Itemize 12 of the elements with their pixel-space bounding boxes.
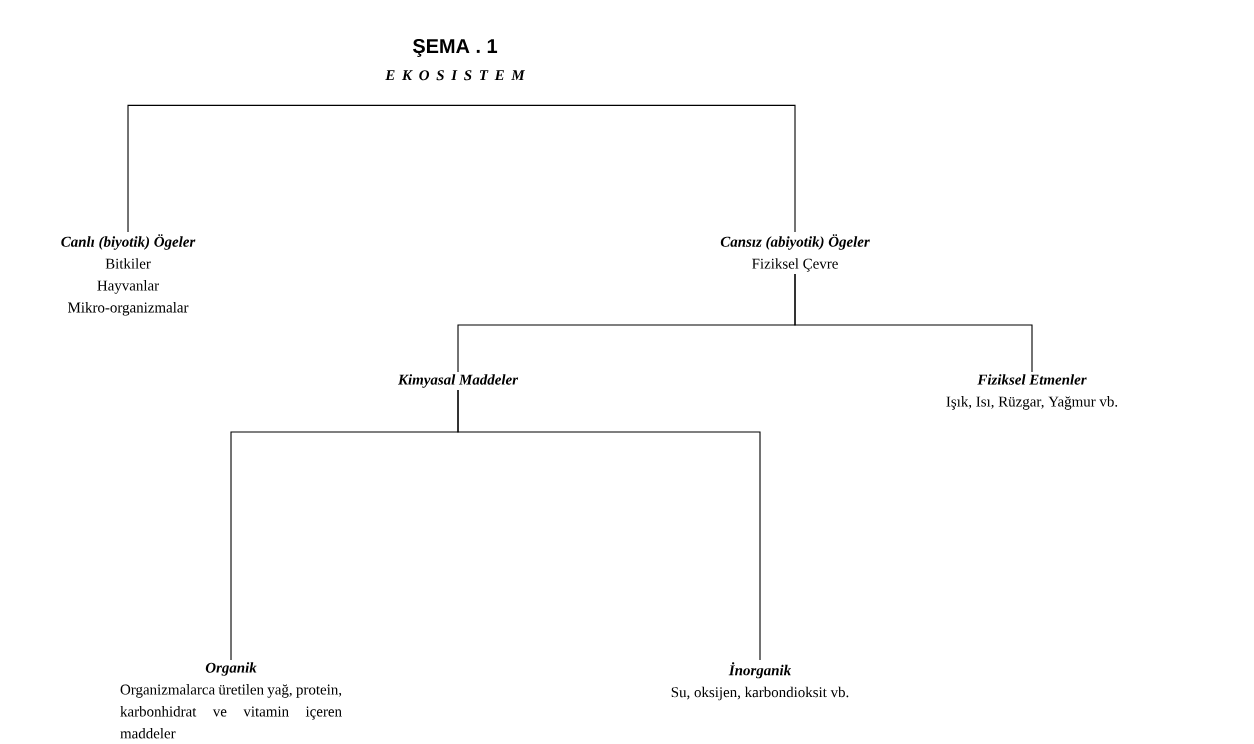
- category-text: Organik Organizmalarca üretilen yağ, protein, karbonhidrat ve vitamin içeren maddeler: [120, 662, 342, 739]
- connector-line: [794, 273, 1033, 373]
- connector-line: [454, 104, 796, 233]
- category-text: İnorganik Su, oksijen, karbondioksit vb.: [671, 662, 849, 701]
- category-text: Canlı (biyotik) Ögeler Bitkiler Hayvanlar Mikro-organizmalar: [61, 234, 196, 316]
- connector-line: [127, 104, 456, 233]
- title: ŞEMA . 1: [412, 39, 498, 58]
- category-text: Fiziksel Etmenler Işık, Isı, Rüzgar, Yağmur vb.: [946, 374, 1118, 410]
- connector-line: [457, 389, 761, 661]
- category-text: E K O S I S T E M: [385, 70, 526, 81]
- category-text: Kimyasal Maddeler: [397, 374, 519, 388]
- category-text: Cansız (abiyotik) Ögeler Fiziksel Çevre: [720, 234, 870, 272]
